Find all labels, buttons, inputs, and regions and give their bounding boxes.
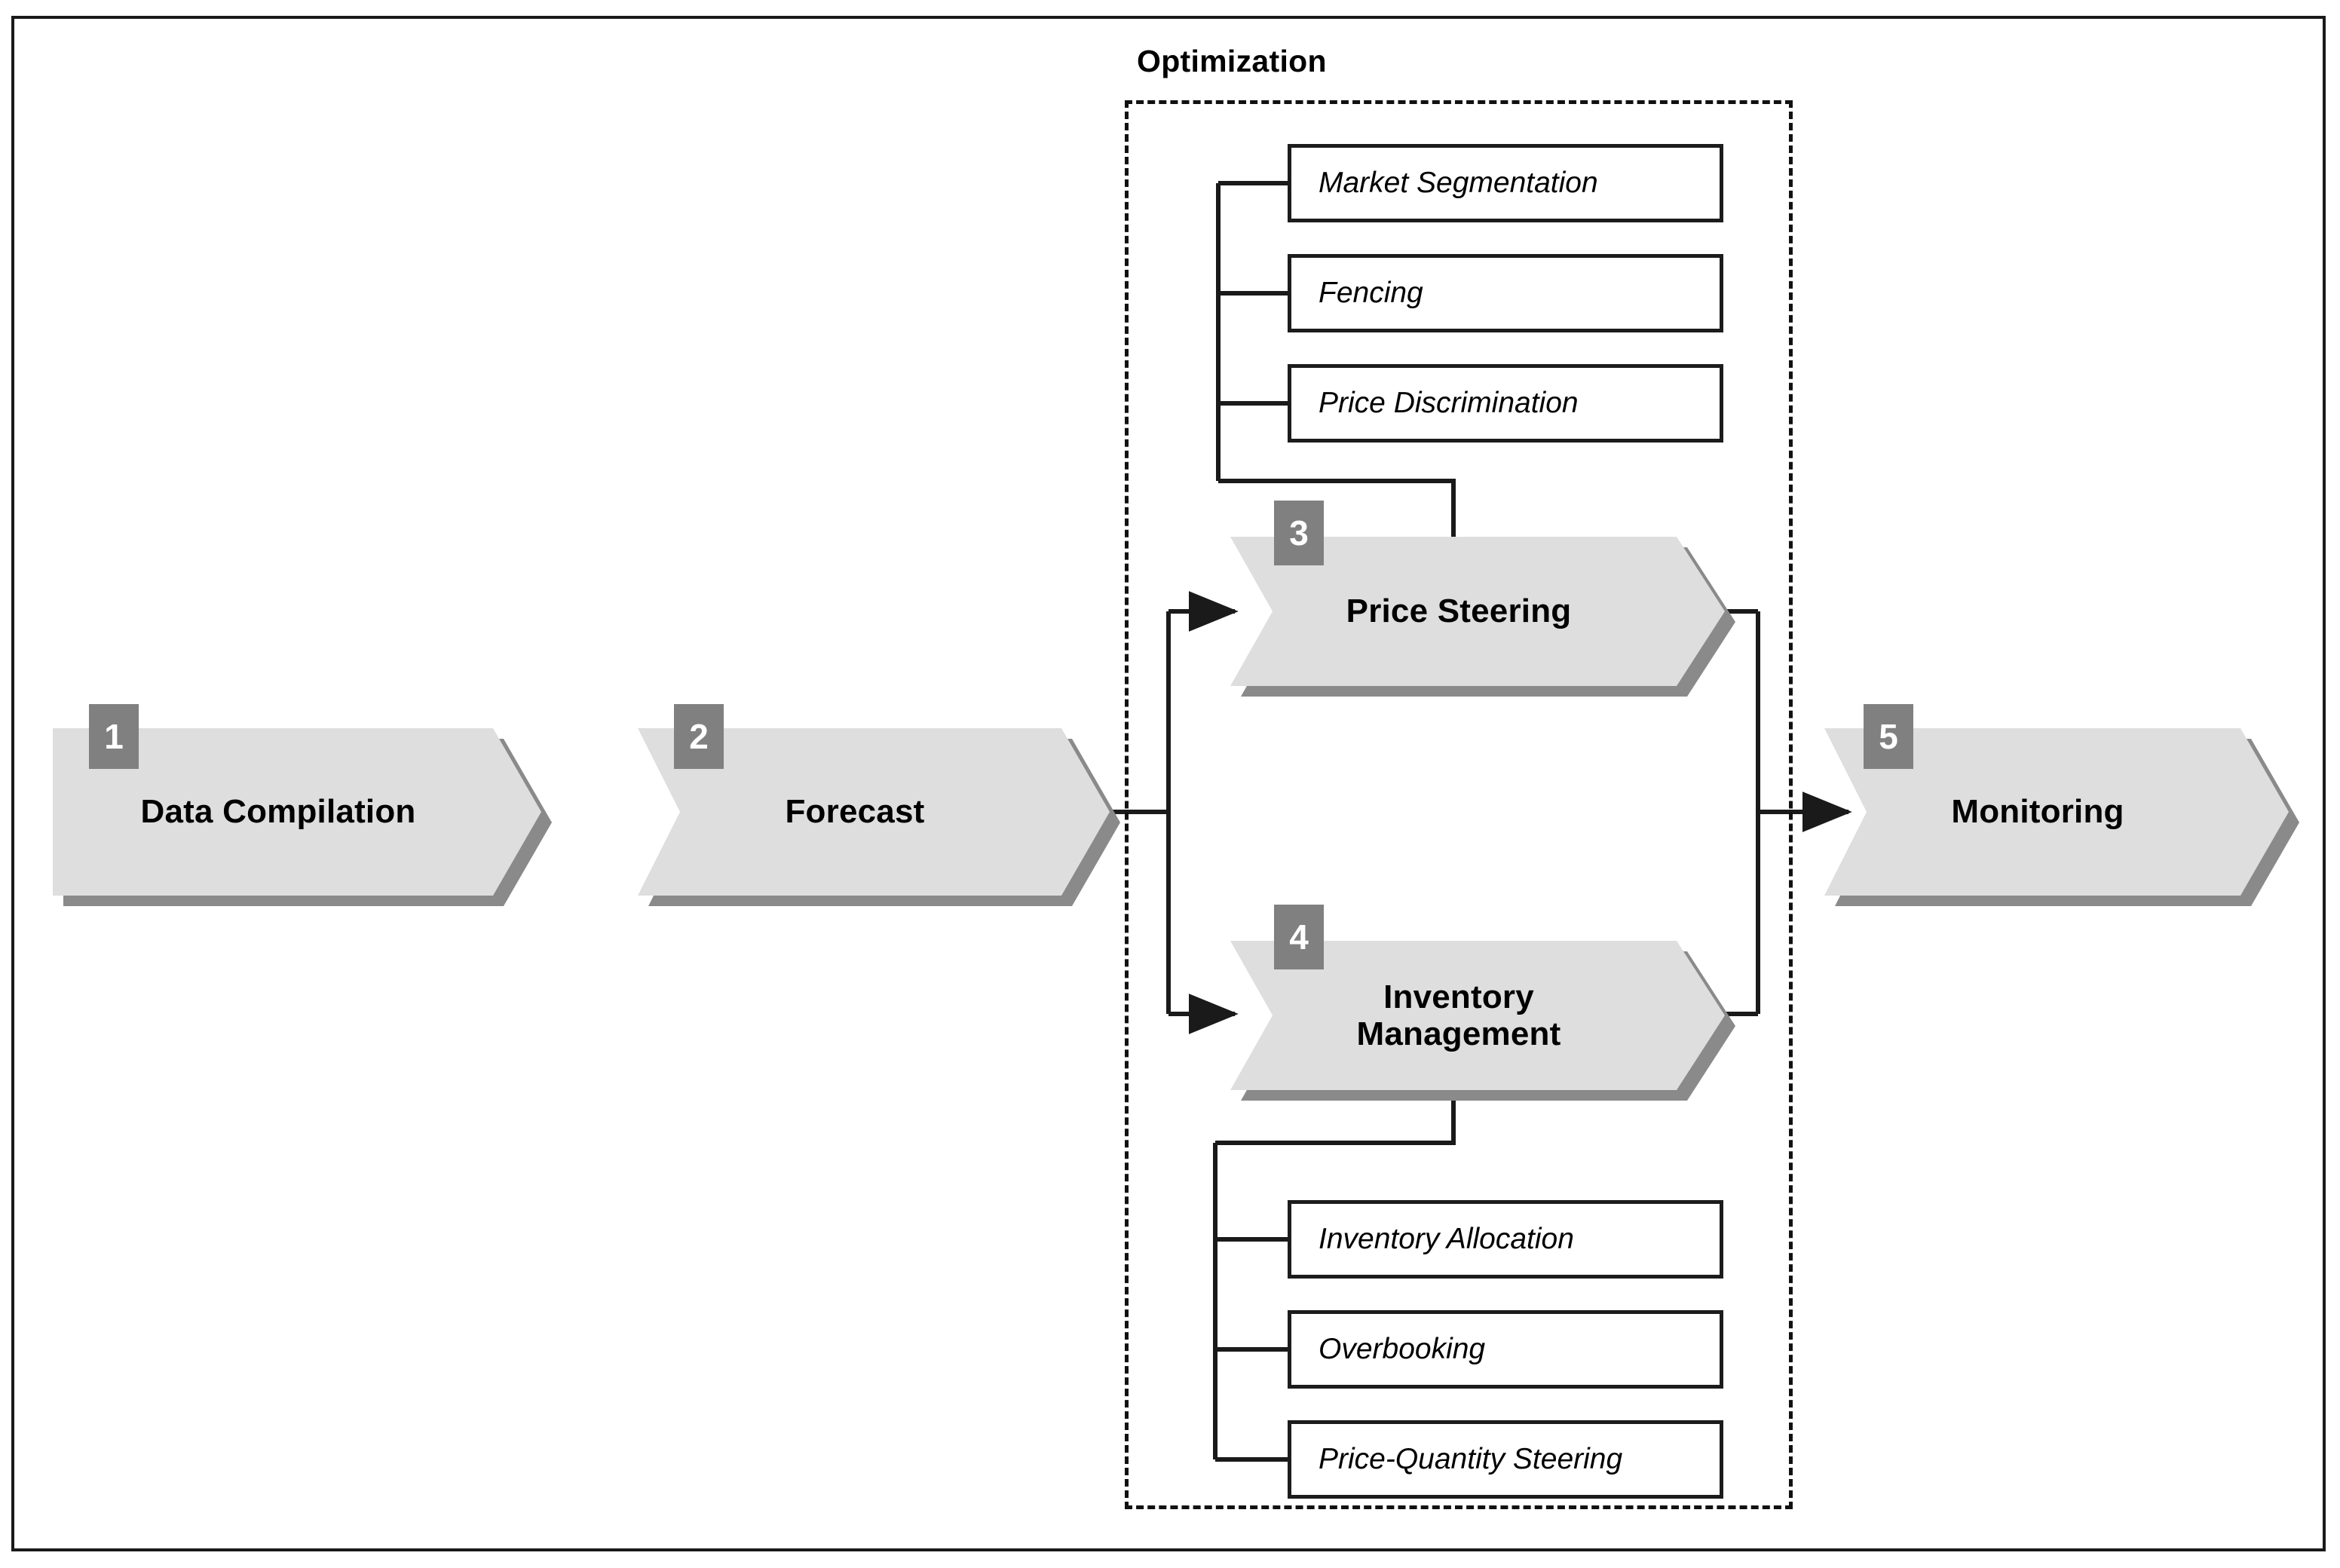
subbox-fencing[interactable]: Fencing [1288, 254, 1723, 332]
subbox-overbooking-label: Overbooking [1319, 1332, 1486, 1365]
subbox-inventory-allocation[interactable]: Inventory Allocation [1288, 1200, 1723, 1279]
subbox-market-segmentation[interactable]: Market Segmentation [1288, 144, 1723, 222]
subbox-inventory-allocation-label: Inventory Allocation [1319, 1222, 1574, 1255]
stage-1-number-badge: 1 [89, 704, 139, 769]
subbox-overbooking[interactable]: Overbooking [1288, 1310, 1723, 1389]
stage-2-number-badge: 2 [674, 704, 724, 769]
wire-inventory-to-subtree [1215, 1087, 1456, 1145]
stage-5-number-badge: 5 [1864, 704, 1913, 769]
subbox-price-quantity-steering-label: Price-Quantity Steering [1319, 1442, 1623, 1475]
subbox-fencing-label: Fencing [1319, 276, 1423, 309]
subbox-market-segmentation-label: Market Segmentation [1319, 166, 1598, 199]
wire-ps-subtree-to-shape [1218, 479, 1456, 537]
subbox-price-discrimination-label: Price Discrimination [1319, 386, 1579, 419]
stage-3-number-badge: 3 [1274, 501, 1324, 565]
optimization-group-box [1125, 100, 1793, 1509]
optimization-group-title: Optimization [1137, 44, 1327, 78]
subbox-price-discrimination[interactable]: Price Discrimination [1288, 364, 1723, 443]
subbox-price-quantity-steering[interactable]: Price-Quantity Steering [1288, 1420, 1723, 1499]
diagram-outer-frame [11, 16, 2326, 1551]
stage-4-number-badge: 4 [1274, 905, 1324, 969]
